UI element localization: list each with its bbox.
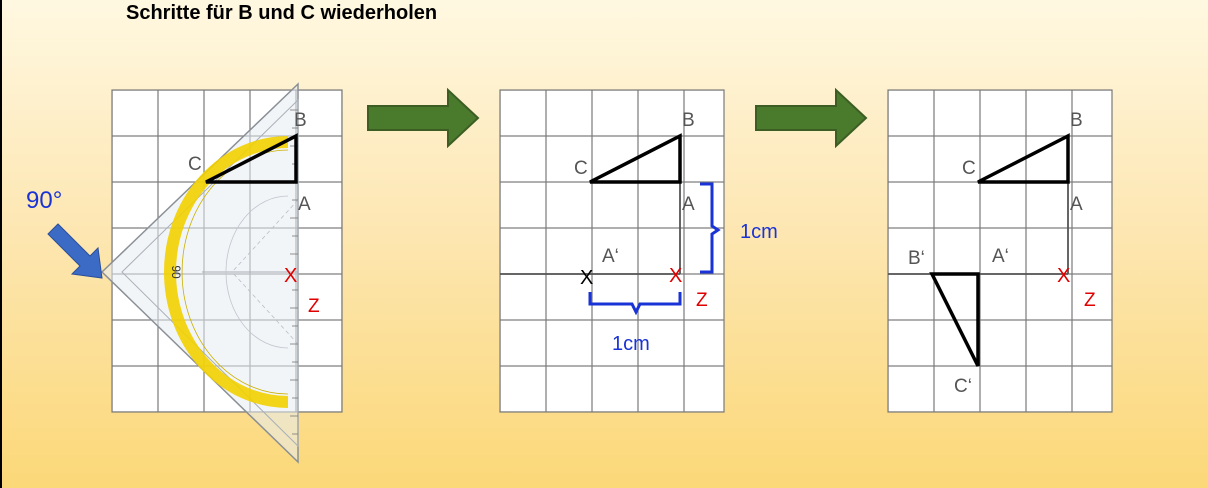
ruler-center-label: 90 — [169, 265, 183, 279]
center-z-mark: X — [284, 265, 297, 287]
point-b-label: B — [294, 110, 307, 131]
point-a-label: A — [1070, 194, 1083, 215]
set-square: 90 — [100, 82, 299, 464]
protractor-arc — [164, 136, 289, 408]
panel-1: 90 B C A X Z 90° — [26, 82, 343, 464]
point-c-label: C — [574, 158, 588, 179]
point-a-prime-label: A‘ — [992, 246, 1009, 267]
panel-2: B C A A‘ X X Z 1cm 1cm — [499, 89, 778, 413]
point-c-label: C — [962, 158, 976, 179]
panel-3: B C A B‘ A‘ C‘ X Z — [887, 89, 1113, 413]
center-z-mark: X — [1057, 265, 1070, 287]
horizontal-brace — [588, 292, 682, 316]
point-c-prime-label: C‘ — [954, 376, 972, 397]
slide-title: Schritte für B und C wiederholen — [126, 2, 438, 24]
center-z-label: Z — [308, 296, 320, 317]
image-point-mark: X — [580, 267, 593, 289]
triangle-abc — [589, 133, 682, 184]
point-a-prime-label: A‘ — [602, 246, 619, 267]
angle-label: 90° — [26, 187, 62, 214]
point-c-label: C — [188, 154, 202, 175]
center-z-label: Z — [696, 290, 708, 311]
horizontal-measure-label: 1cm — [612, 333, 650, 355]
center-z-mark: X — [669, 265, 682, 287]
triangle-abc — [205, 133, 298, 184]
triangle-abc — [977, 133, 1070, 184]
point-a-label: A — [682, 194, 695, 215]
step-arrow-1 — [367, 87, 480, 149]
vertical-brace — [700, 182, 721, 274]
triangle-image — [929, 272, 980, 367]
point-a-label: A — [298, 194, 311, 215]
grid-paper — [499, 89, 725, 413]
blue-pointer-arrow — [47, 223, 103, 279]
point-b-label: B — [682, 110, 695, 131]
grid-paper — [887, 89, 1113, 413]
point-b-label: B — [1070, 110, 1083, 131]
step-arrow-2 — [755, 87, 868, 149]
vertical-measure-label: 1cm — [740, 221, 778, 243]
center-z-label: Z — [1084, 290, 1096, 311]
point-b-prime-label: B‘ — [908, 248, 925, 269]
